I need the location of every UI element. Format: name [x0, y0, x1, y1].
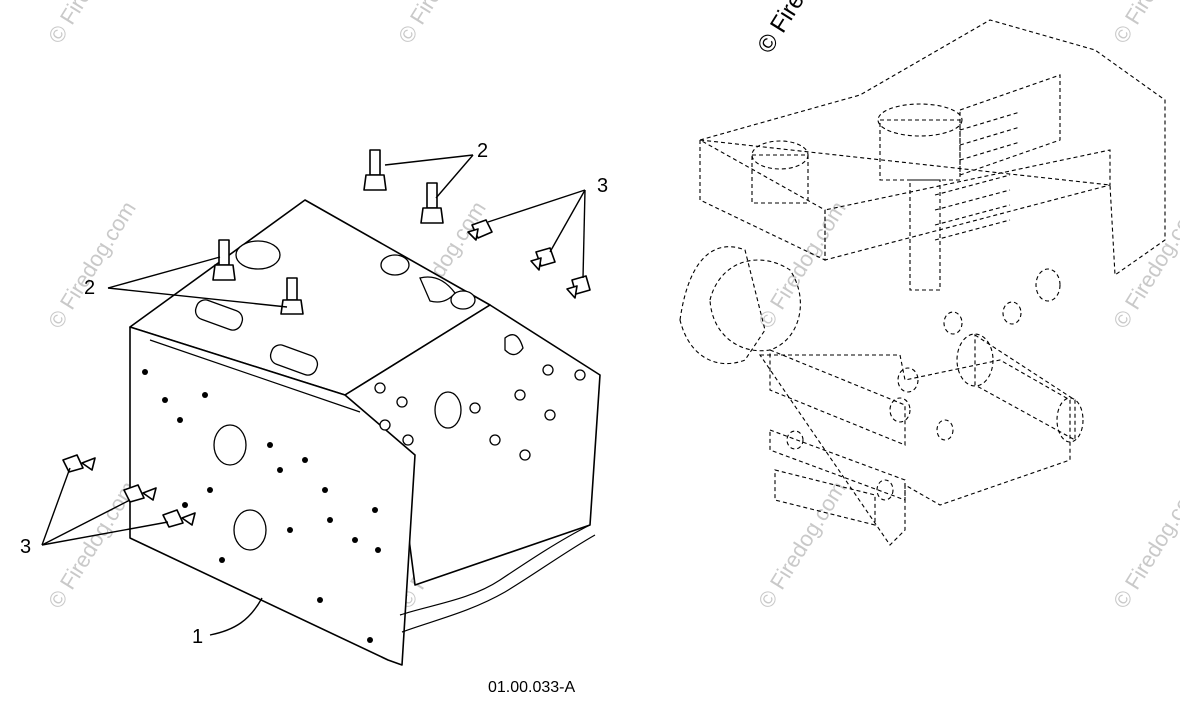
top-slot-1 [194, 299, 244, 331]
callout-2-upper: 2 [477, 140, 488, 162]
stud-4 [280, 277, 304, 315]
bolt-upper-2 [530, 247, 556, 271]
front-large-hole-2 [233, 509, 267, 551]
side-cutout [504, 334, 524, 356]
leader-lines [41, 154, 586, 636]
top-slot-2 [269, 344, 319, 376]
callout-3-lower: 3 [20, 536, 31, 558]
callout-1: 1 [192, 626, 203, 648]
side-small-holes [374, 364, 586, 461]
watermark-text-4: © Firedog.com [43, 197, 141, 333]
watermark-text-6: © Firedog.com [753, 197, 851, 333]
top-hole-2 [380, 254, 410, 276]
watermark-text-3: © Firedog.com [1108, 0, 1180, 48]
frame-front-panel [129, 326, 416, 666]
top-cutout [419, 276, 456, 303]
watermark-dark: © Fired [752, 0, 817, 58]
engine-ghost [679, 19, 1166, 546]
drawing-code: 01.00.033-A [488, 679, 576, 696]
stud-3 [212, 239, 236, 281]
bolt-upper-1 [467, 219, 493, 241]
stud-2 [420, 182, 444, 224]
bolt-upper-3 [566, 275, 591, 299]
frame-bracket [129, 199, 601, 666]
watermark-text-1: © Firedog.com [43, 0, 141, 48]
bolt-lower-1 [62, 454, 96, 473]
watermark-text-11: © Firedog.com [1108, 477, 1180, 613]
bolt-lower-3 [162, 509, 196, 528]
callout-2-lower: 2 [84, 277, 95, 299]
frame-bottom-rod [399, 524, 591, 616]
stud-1 [363, 149, 387, 191]
frame-bottom-rod-edge [401, 534, 596, 633]
bolt-lower-2 [123, 484, 157, 503]
side-large-hole [434, 391, 462, 429]
front-small-holes [142, 369, 381, 643]
watermark-text-7: © Firedog.com [1108, 197, 1180, 333]
top-hole-round [235, 240, 281, 270]
front-large-hole-1 [213, 424, 247, 466]
callout-3-upper: 3 [597, 175, 608, 197]
top-hole-3 [450, 290, 476, 310]
studs [212, 149, 444, 315]
frame-fold-line [149, 339, 361, 413]
watermark-text-10: © Firedog.com [753, 477, 851, 613]
watermark-text-2: © Firedog.com [393, 0, 491, 48]
watermark-text-8: © Firedog.com [43, 477, 141, 613]
bolts [62, 219, 591, 528]
